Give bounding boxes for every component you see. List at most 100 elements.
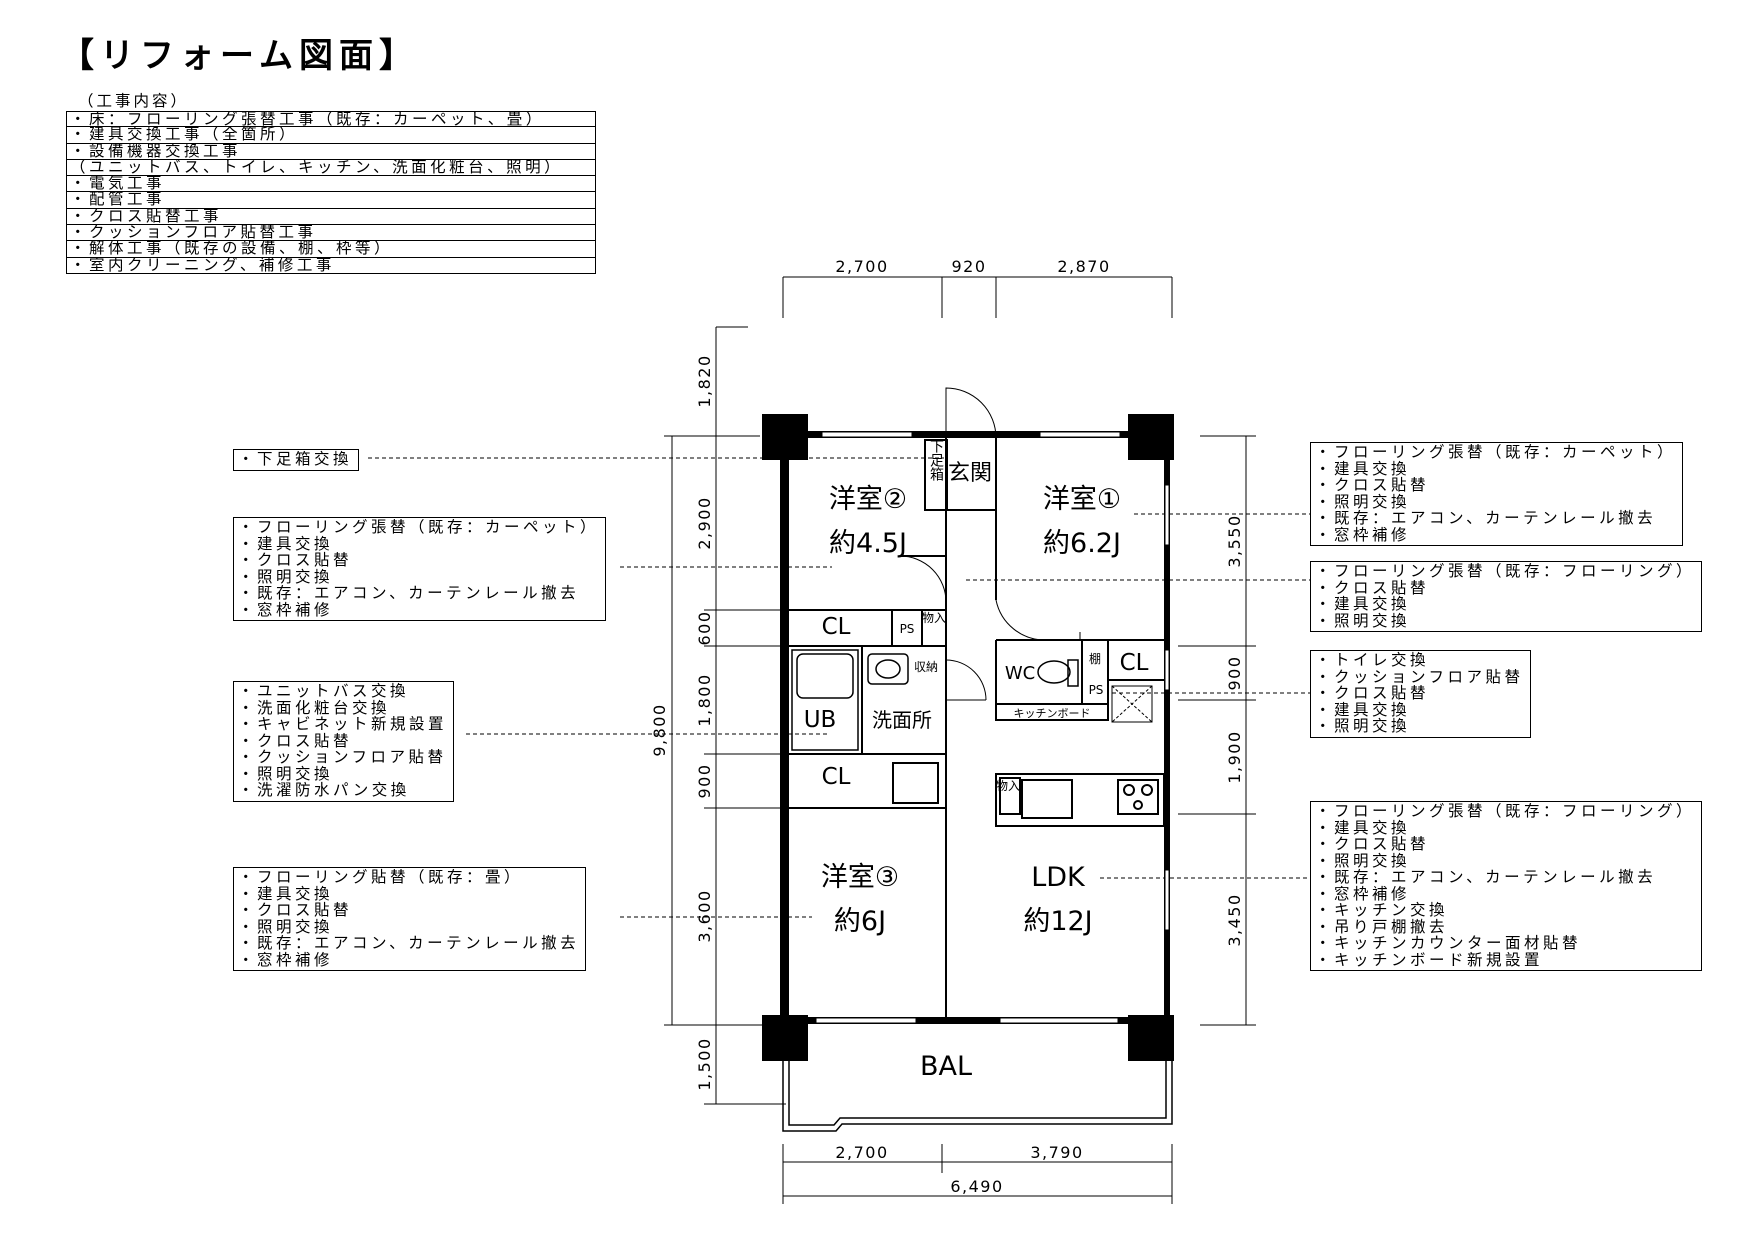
work-item: ・室内クリーニング、補修工事 — [66, 257, 596, 274]
note-line: ・既存：エアコン、カーテンレール撤去 — [1315, 868, 1657, 886]
column — [1128, 1015, 1174, 1061]
kitchen-board-label: キッチンボード — [1014, 707, 1091, 720]
work-item: ・クロス貼替工事 — [66, 208, 596, 226]
mono-label-kitchen: 物入 — [996, 779, 1020, 793]
room1-name: 洋室① — [1043, 484, 1121, 515]
note-line: ・既存：エアコン、カーテンレール撤去 — [238, 584, 580, 602]
note-room2: ・フローリング張替（既存：カーペット） ・建具交換 ・クロス貼替 ・照明交換 ・… — [233, 517, 607, 621]
dim-right-1: 3,550 — [1225, 514, 1244, 567]
note-line: ・建具交換 — [1315, 595, 1411, 613]
note-line: ・キャビネット新規設置 — [238, 715, 448, 733]
work-item: ・電気工事 — [66, 176, 596, 193]
note-line: ・フローリング張替（既存：フローリング） — [1315, 802, 1696, 820]
work-header: （工事内容） — [78, 92, 190, 110]
unit-bath — [791, 649, 909, 751]
dim-total-width: 6,490 — [950, 1177, 1003, 1196]
exterior-walls — [762, 414, 1174, 1061]
ps-label-wc: PS — [1089, 683, 1104, 697]
dim-top-3: 2,870 — [1057, 257, 1110, 276]
dim-right-3: 1,900 — [1225, 730, 1244, 783]
column — [762, 414, 808, 460]
note-line: ・キッチンカウンター面材貼替 — [1315, 934, 1582, 952]
dim-left-7: 1,500 — [695, 1037, 714, 1090]
note-line: ・窓枠補修 — [1315, 884, 1411, 903]
dimension-texts: 2,700 920 2,870 2,700 3,790 6,490 1,820 … — [650, 257, 1244, 1196]
note-room3: ・フローリング貼替（既存：畳） ・建具交換 ・クロス貼替 ・照明交換 ・既存：エ… — [233, 867, 587, 971]
note-getabako: ・下足箱交換 — [233, 449, 360, 471]
dim-left-2: 2,900 — [695, 496, 714, 549]
ps-box — [1111, 685, 1153, 723]
note-line: ・洗濯防水パン交換 — [238, 781, 410, 799]
note-line: ・クロス貼替 — [1315, 835, 1430, 853]
dim-left-6: 3,600 — [695, 889, 714, 942]
note-line: ・照明交換 — [238, 567, 334, 586]
room2-name: 洋室② — [829, 484, 907, 515]
ub-label: UB — [804, 707, 837, 733]
work-item: ・配管工事 — [66, 192, 596, 209]
genkan-label: 玄関 — [948, 461, 992, 486]
note-line: ・照明交換 — [1315, 492, 1411, 511]
windows — [815, 431, 1170, 1024]
work-item: ・解体工事（既存の設備、棚、枠等） — [66, 241, 596, 258]
note-line: ・フローリング張替（既存：カーペット） — [1315, 443, 1677, 461]
tana-label: 棚 — [1089, 651, 1101, 666]
room2-size: 約4.5J — [829, 528, 907, 559]
note-line: ・クロス貼替 — [238, 551, 353, 569]
work-item: ・設備機器交換工事 — [66, 143, 596, 160]
dim-left-4: 1,800 — [695, 673, 714, 726]
work-item: ・クッションフロア貼替工事 — [66, 225, 596, 242]
dim-bottom-1: 2,700 — [835, 1143, 888, 1162]
note-line: ・建具交換 — [238, 884, 334, 903]
note-line: ・既存：エアコン、カーテンレール撤去 — [1315, 509, 1657, 527]
wc-label: WC — [1005, 663, 1035, 684]
note-line: ・既存：エアコン、カーテンレール撤去 — [238, 934, 580, 952]
note-line: ・洗面化粧台交換 — [238, 698, 391, 717]
note-ldk: ・フローリング張替（既存：フローリング） ・建具交換 ・クロス貼替 ・照明交換 … — [1310, 801, 1703, 971]
work-item: ・建具交換工事（全箇所） — [66, 127, 596, 144]
note-hall: ・フローリング張替（既存：フローリング） ・クロス貼替 ・建具交換 ・照明交換 — [1310, 561, 1703, 632]
leader-lines — [368, 457, 1310, 918]
note-line: ・トイレ交換 — [1315, 651, 1430, 669]
note-room1: ・フローリング張替（既存：カーペット） ・建具交換 ・クロス貼替 ・照明交換 ・… — [1310, 442, 1684, 546]
note-line: ・クッションフロア貼替 — [1315, 667, 1524, 686]
note-line: ・窓枠補修 — [238, 600, 334, 619]
dim-right-2: 900 — [1225, 655, 1244, 690]
ldk-name: LDK — [1031, 862, 1086, 893]
note-line: ・窓枠補修 — [1315, 525, 1411, 544]
note-line: ・建具交換 — [1315, 700, 1411, 719]
closet-label-lower: CL — [822, 764, 851, 790]
getabako-label: 下足箱 — [928, 439, 944, 481]
room2-door — [899, 555, 947, 603]
note-line: ・ユニットバス交換 — [238, 682, 410, 700]
doors — [899, 387, 1109, 701]
note-bath: ・ユニットバス交換 ・洗面化粧台交換 ・キャビネット新規設置 ・クロス貼替 ・ク… — [233, 681, 455, 802]
closet-label-room1: CL — [1120, 650, 1149, 676]
dimension-lines — [664, 276, 1256, 1204]
note-line: ・下足箱交換 — [238, 450, 353, 468]
note-line: ・クッションフロア貼替 — [238, 748, 447, 766]
room1-size: 約6.2J — [1043, 528, 1121, 559]
dim-left-1: 1,820 — [695, 354, 714, 407]
note-line: ・フローリング貼替（既存：畳） — [238, 868, 524, 886]
interior-walls — [789, 438, 1165, 1017]
room3-size: 約6J — [834, 906, 886, 937]
balcony-label: BAL — [920, 1051, 972, 1082]
note-line: ・クロス貼替 — [1315, 578, 1430, 597]
note-line: ・吊り戸棚撤去 — [1315, 917, 1449, 936]
note-line: ・照明交換 — [1315, 611, 1411, 630]
note-line: ・キッチンボード新規設置 — [1315, 950, 1544, 969]
note-line: ・照明交換 — [1315, 717, 1411, 735]
mono-label-upper: 物入 — [922, 611, 946, 625]
note-line: ・建具交換 — [238, 534, 334, 553]
note-line: ・建具交換 — [1315, 818, 1411, 837]
work-contents-list: （工事内容） ・床：フローリング張替工事（既存：カーペット、畳） ・建具交換工事… — [66, 92, 596, 274]
dim-left-total: 9,800 — [650, 703, 669, 756]
note-line: ・照明交換 — [238, 917, 334, 936]
note-line: ・照明交換 — [238, 764, 334, 783]
shuno-label: 収納 — [914, 660, 938, 674]
note-line: ・フローリング張替（既存：フローリング） — [1315, 562, 1696, 580]
note-line: ・クロス貼替 — [238, 901, 353, 919]
note-line: ・クロス貼替 — [1315, 684, 1430, 702]
